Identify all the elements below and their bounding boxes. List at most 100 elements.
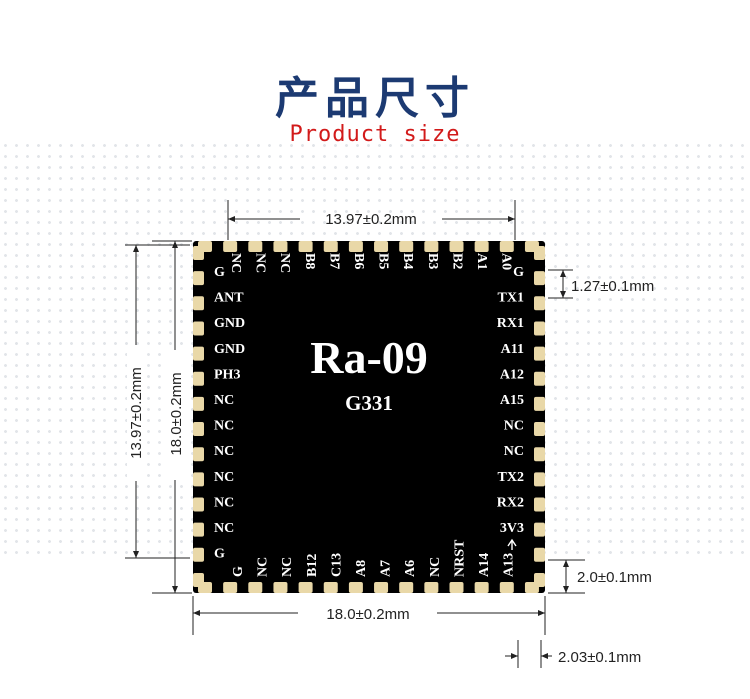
pad-left <box>193 321 204 336</box>
pad-right <box>534 271 545 286</box>
dim-left-outer-label: 13.97±0.2mm <box>128 367 145 459</box>
pin-label-bottom: NRST <box>452 539 467 577</box>
pin-label-bottom: B12 <box>305 554 320 577</box>
pad-right <box>534 422 545 437</box>
pin-label-top: NC <box>277 253 292 273</box>
pin-label-bottom: A14 <box>477 553 492 577</box>
pad-left <box>193 371 204 386</box>
pad-right <box>534 497 545 512</box>
page-title: 产品尺寸 <box>275 73 475 124</box>
pad-top <box>273 241 288 252</box>
dim-left-inner-arrow <box>172 241 178 248</box>
pad-top <box>449 241 464 252</box>
chip-name: Ra-09 <box>310 332 428 383</box>
pin-label-right: TX2 <box>498 470 524 485</box>
pad-left <box>193 422 204 437</box>
pin-label-top: B3 <box>425 253 440 269</box>
pin-label-top: B2 <box>449 253 464 269</box>
pad-bottom <box>374 582 389 593</box>
pin-label-left: NC <box>214 393 234 408</box>
pad-top <box>499 241 514 252</box>
pad-bottom <box>399 582 414 593</box>
pad-top <box>223 241 238 252</box>
pad-bottom <box>348 582 363 593</box>
pad-top <box>248 241 263 252</box>
dim-pitch-arrow <box>560 291 566 298</box>
pad-top <box>524 241 539 252</box>
dim-left-inner-label: 18.0±0.2mm <box>168 372 185 455</box>
dim-top-arrow <box>228 216 235 222</box>
dim-pad-width-label: 2.03±0.1mm <box>558 649 641 666</box>
pin-label-top: NC <box>253 253 268 273</box>
pad-left <box>193 572 204 587</box>
pad-left <box>193 522 204 537</box>
pin-label-left: NC <box>214 419 234 434</box>
pin-label-left: G <box>214 547 225 562</box>
pad-top <box>348 241 363 252</box>
dim-pitch-arrow <box>560 270 566 277</box>
pad-bottom <box>273 582 288 593</box>
pin-label-top: A0 <box>499 253 514 270</box>
dim-bottom-arrow <box>538 610 545 616</box>
pin-label-bottom: A7 <box>379 560 394 577</box>
pin-label-left: NC <box>214 470 234 485</box>
dim-top-width: 13.97±0.2mm <box>325 211 417 228</box>
pin-label-left: PH3 <box>214 367 240 382</box>
pin-label-right: A12 <box>500 367 524 382</box>
pin-label-left: NC <box>214 495 234 510</box>
pad-top <box>323 241 338 252</box>
pin-label-right: RX1 <box>497 316 524 331</box>
dim-label-bg <box>166 350 184 480</box>
pin-label-top: NC <box>228 253 243 273</box>
pad-bottom <box>298 582 313 593</box>
pad-right <box>534 346 545 361</box>
pin-label-top: B6 <box>351 253 366 269</box>
pad-top <box>399 241 414 252</box>
pin-label-bottom: NC <box>256 557 271 577</box>
dim-left-outer-arrow <box>133 245 139 252</box>
pad-bottom <box>223 582 238 593</box>
pad-bottom <box>449 582 464 593</box>
dim-label-bg <box>127 345 145 481</box>
pad-left <box>193 396 204 411</box>
pad-right <box>534 396 545 411</box>
pin-label-left: GND <box>214 316 245 331</box>
pad-top <box>474 241 489 252</box>
pad-right <box>534 547 545 562</box>
pin-label-right: 3V3 <box>500 521 524 536</box>
dim-top-arrow <box>508 216 515 222</box>
pin-label-bottom: NC <box>428 557 443 577</box>
pin-label-bottom: A6 <box>403 560 418 577</box>
dim-pad-width-arrow <box>511 653 518 659</box>
pad-bottom <box>424 582 439 593</box>
dim-pin-pitch: 1.27±0.1mm <box>571 278 654 295</box>
dim-pad-length-arrow <box>563 586 569 593</box>
pad-left <box>193 447 204 462</box>
pin-label-bottom: A8 <box>354 560 369 577</box>
dim-left-inner-arrow <box>172 586 178 593</box>
pin-label-top: A1 <box>474 253 489 270</box>
pin-label-right: G <box>513 265 524 280</box>
pad-bottom <box>474 582 489 593</box>
pad-top <box>424 241 439 252</box>
pin-label-right: RX2 <box>497 495 524 510</box>
pin-label-left: NC <box>214 521 234 536</box>
pin-label-left: GND <box>214 342 245 357</box>
pad-bottom <box>499 582 514 593</box>
dim-pad-length-arrow <box>563 560 569 567</box>
pin-label-right: NC <box>504 444 524 459</box>
pad-bottom <box>248 582 263 593</box>
pin-label-top: B7 <box>326 253 341 269</box>
pad-top <box>298 241 313 252</box>
pin-label-right: A11 <box>501 342 524 357</box>
pin-label-right: TX1 <box>498 291 524 306</box>
pad-left <box>193 346 204 361</box>
pad-right <box>534 371 545 386</box>
pin-label-top: B5 <box>376 253 391 269</box>
pad-right <box>534 472 545 487</box>
pad-right <box>534 447 545 462</box>
pin-label-left: G <box>214 265 225 280</box>
pad-top <box>374 241 389 252</box>
pad-left <box>193 497 204 512</box>
pad-left <box>193 547 204 562</box>
